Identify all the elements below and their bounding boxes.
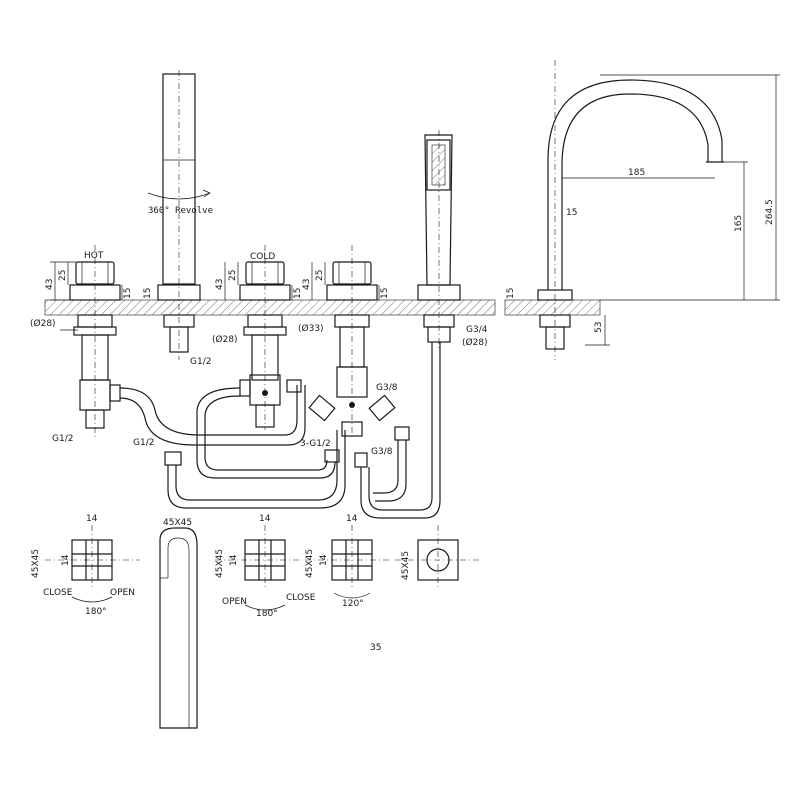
open-label-left: OPEN xyxy=(110,588,135,598)
dim-14-cold-top: 14 xyxy=(259,514,271,524)
dim-2645: 264.5 xyxy=(765,199,775,225)
top-view-handle-diverter: 14 45X45 14 120° xyxy=(305,514,390,609)
dim-15-deck: 15 xyxy=(506,288,516,299)
dim-dia33: (Ø33) xyxy=(298,323,324,334)
dim-43-cold: 43 xyxy=(215,279,225,290)
diverter-dimensions: 43 25 15 (Ø33) G3/8 3-G1/2 G3/8 xyxy=(298,262,398,457)
diverter-valve xyxy=(308,245,396,468)
revolve-label: 360° Revolve xyxy=(148,206,213,216)
cold-label: COLD xyxy=(250,252,275,262)
dim-25-diverter: 25 xyxy=(315,270,325,281)
top-view-handle-cold: 14 45X45 14 OPEN CLOSE 180° xyxy=(215,514,316,619)
dim-dia28-hot: (Ø28) xyxy=(30,318,56,329)
dim-165: 165 xyxy=(734,215,744,232)
dim-4545-cold: 45X45 xyxy=(215,549,225,578)
dim-g34: G3/4 xyxy=(466,325,488,335)
dim-14v-diverter: 14 xyxy=(319,554,329,566)
top-view-spout: 45X45 xyxy=(159,518,198,729)
dim-14v-cold: 14 xyxy=(229,554,239,566)
angle-left: 180° xyxy=(85,607,107,617)
dim-15-spout: 15 xyxy=(143,288,153,299)
angle-right: 120° xyxy=(342,599,364,609)
dim-4545-hot: 45X45 xyxy=(31,549,41,578)
shower-nozzle-grid-icon xyxy=(431,144,446,186)
dim-14-hot-top: 14 xyxy=(86,514,98,524)
dim-g12-left: G1/2 xyxy=(52,434,73,444)
dim-14v-hot: 14 xyxy=(61,554,71,566)
dim-g38-a: G3/8 xyxy=(376,383,398,393)
dim-14-diverter-top: 14 xyxy=(346,514,358,524)
spout-column: 360° Revolve 15 G1/2 xyxy=(143,70,213,367)
dim-dia28-cold: (Ø28) xyxy=(212,334,238,345)
deck-plate xyxy=(44,299,601,316)
spout-side-view xyxy=(537,60,724,360)
dim-15-side: 15 xyxy=(566,208,577,218)
cold-valve: COLD xyxy=(239,245,291,430)
hot-valve: HOT xyxy=(69,245,121,440)
spout-side-dimensions: 185 15 165 264.5 15 53 xyxy=(506,74,780,346)
top-view-shower-holder: 45X45 xyxy=(395,525,480,590)
top-view-handle-hot: 14 45X45 14 CLOSE OPEN 180° xyxy=(31,514,140,617)
dim-15-diverter: 15 xyxy=(380,288,390,299)
hot-label: HOT xyxy=(84,251,104,261)
dim-g38-b: G3/8 xyxy=(371,447,393,457)
connection-hoses: G1/2 xyxy=(119,342,441,519)
close-label-left: CLOSE xyxy=(43,588,73,598)
dim-g12-hose: G1/2 xyxy=(133,438,154,448)
dim-4545-holder: 45X45 xyxy=(401,551,411,580)
dim-15-hot: 15 xyxy=(123,288,133,299)
cold-valve-dimensions: 43 25 15 (Ø28) xyxy=(212,262,303,345)
dim-25-cold: 25 xyxy=(228,270,238,281)
dim-4545-diverter: 45X45 xyxy=(305,549,315,578)
dim-43-diverter: 43 xyxy=(302,279,312,290)
dim-dia28-shower: (Ø28) xyxy=(462,337,488,348)
dim-3-g12: 3-G1/2 xyxy=(300,439,331,449)
dim-4545-spout-top: 45X45 xyxy=(163,518,192,528)
dim-g12-spout: G1/2 xyxy=(190,357,211,367)
angle-mid: 180° xyxy=(256,609,278,619)
open-label-mid: OPEN xyxy=(222,597,247,607)
dim-53: 53 xyxy=(594,322,604,333)
close-label-mid: CLOSE xyxy=(286,593,316,603)
page-number: 35 xyxy=(370,643,381,653)
dim-43-hot: 43 xyxy=(45,279,55,290)
dim-25-hot: 25 xyxy=(58,270,68,281)
dim-185: 185 xyxy=(628,168,645,178)
hot-valve-dimensions: 43 25 15 (Ø28) G1/2 xyxy=(30,261,133,444)
dim-15-cold: 15 xyxy=(293,288,303,299)
hand-shower: G3/4 (Ø28) xyxy=(417,130,488,350)
